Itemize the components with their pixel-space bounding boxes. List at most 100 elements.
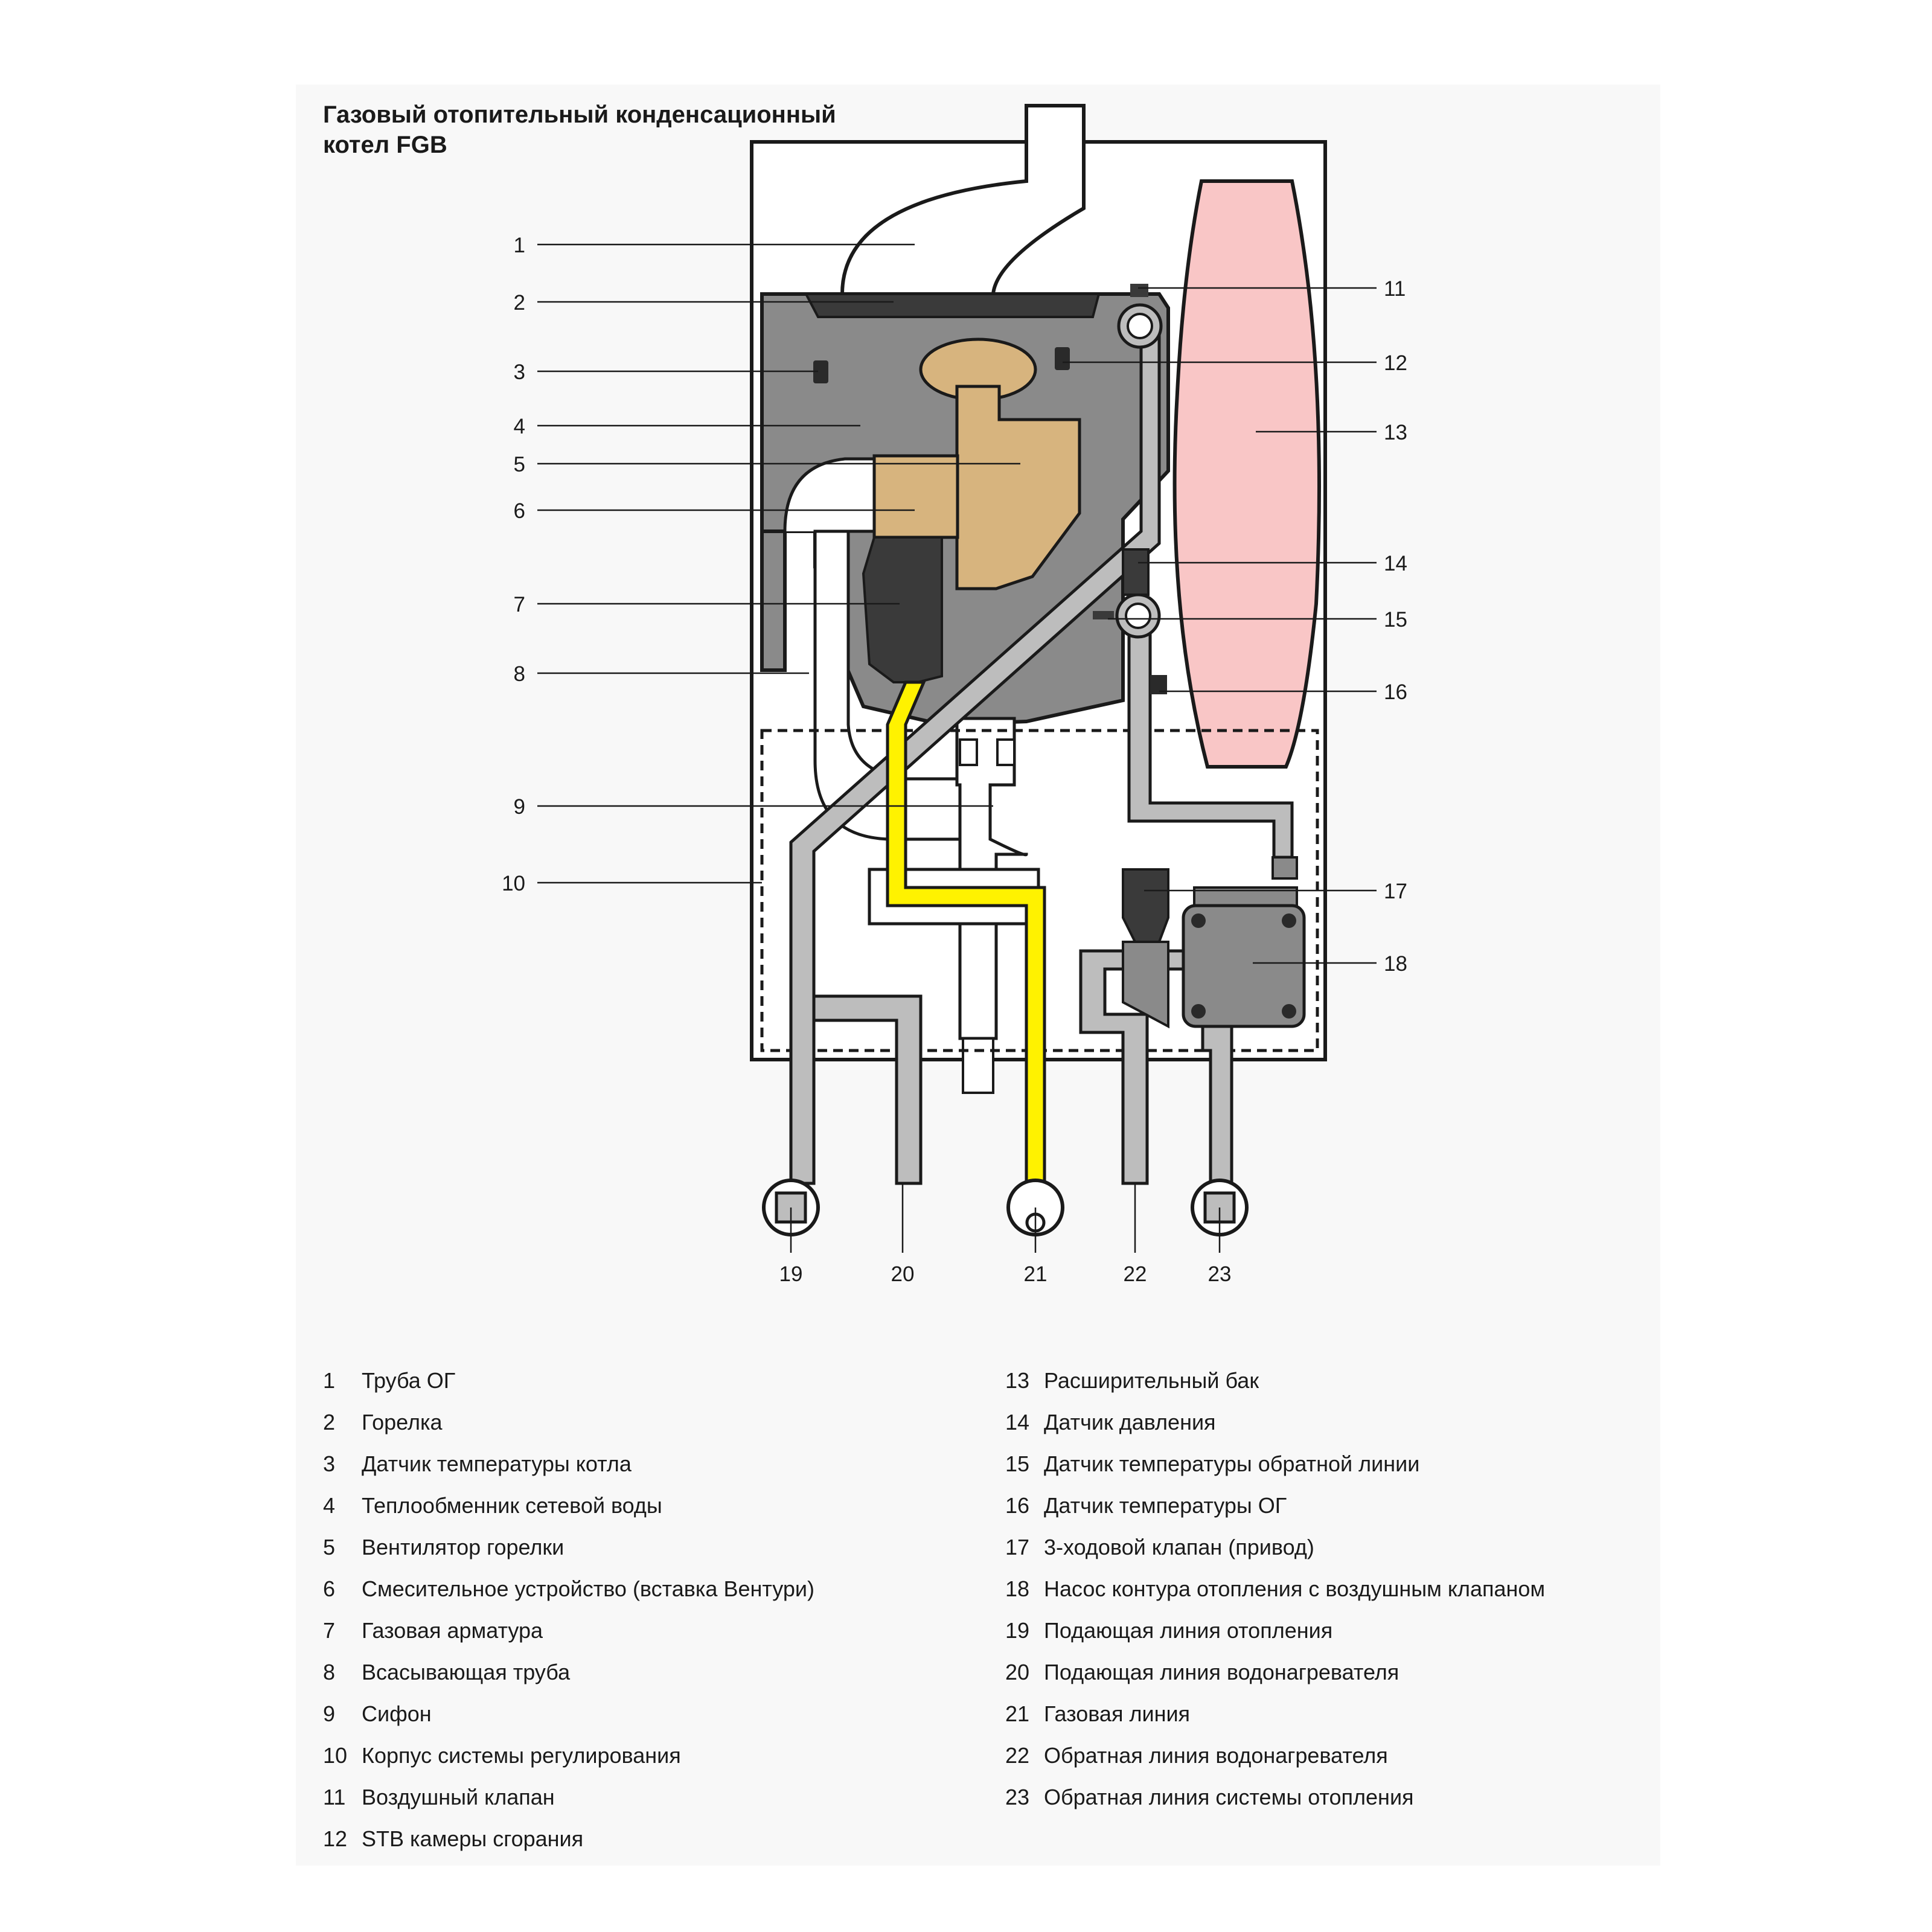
legend-item: 21 Газовая линия [1005,1699,1545,1741]
callout-1: 1 [514,234,525,257]
boiler-temp-sensor [813,360,828,383]
expansion-tank [1172,179,1321,769]
heating-return-pipe [1201,1025,1233,1185]
legend-label: STB камеры сгорания [362,1826,584,1851]
callout-18: 18 [1384,952,1407,976]
callout-2: 2 [514,291,525,315]
legend-item: 11 Воздушный клапан [323,1782,814,1824]
callout-11: 11 [1384,277,1406,301]
legend-label: Вентилятор горелки [362,1535,565,1559]
legend-number: 9 [323,1701,336,1726]
legend-label: Насос контура отопления с воздушным клап… [1044,1576,1546,1601]
callout-22: 22 [1124,1262,1147,1286]
legend-item: 10 Корпус системы регулирования [323,1741,814,1782]
legend-number: 4 [323,1493,336,1518]
venturi-mixer [872,454,959,539]
air-vent-inner [1127,313,1153,339]
pump-bolt [1282,1004,1296,1019]
callout-14: 14 [1384,552,1407,575]
flue-gas-pipe [840,104,1086,296]
legend-label: Горелка [362,1410,443,1435]
siphon-nut-left [959,738,978,766]
legend-label: Датчик температуры обратной линии [1044,1451,1420,1476]
callout-9: 9 [514,795,525,819]
stb-sensor [1055,347,1070,370]
callout-13: 13 [1384,421,1407,444]
callout-19: 19 [779,1262,803,1286]
legend-number: 5 [323,1535,336,1559]
legend-number: 6 [323,1576,336,1601]
siphon-drain [962,1037,994,1094]
callout-3: 3 [514,360,525,384]
burner-fan [955,385,1081,590]
legend-label: Воздушный клапан [362,1785,555,1809]
legend-label: Корпус системы регулирования [362,1743,681,1768]
callout-20: 20 [891,1262,915,1286]
legend-item: 5 Вентилятор горелки [323,1532,814,1574]
legend-item: 14 Датчик давления [1005,1407,1545,1449]
callout-5: 5 [514,453,525,476]
callout-23: 23 [1208,1262,1232,1286]
title-line-1: Газовый отопительный конденсационный [323,101,836,128]
callout-12: 12 [1384,351,1407,375]
legend-item: 18 Насос контура отопления с воздушным кл… [1005,1574,1545,1616]
legend-label: Обратная линия системы отопления [1044,1785,1414,1809]
legend-item: 2 Горелка [323,1407,814,1449]
legend-number: 7 [323,1618,336,1643]
legend-label: Газовая линия [1044,1701,1191,1726]
heating-flow-pipe [789,324,1161,1185]
legend-label: Датчик температуры ОГ [1044,1493,1287,1518]
callout-17: 17 [1384,880,1407,903]
pump-air-vent [1271,856,1298,880]
callout-16: 16 [1384,680,1407,704]
pump-bolt [1191,913,1206,928]
dhw-flow-pipe [812,994,923,1185]
heating-pump [1182,904,1306,1028]
legend-number: 17 [1005,1535,1030,1559]
legend-label: Теплообменник сетевой воды [362,1493,662,1518]
legend-label: 3-ходовой клапан (привод) [1044,1535,1314,1559]
legend-label: Сифон [362,1701,432,1726]
legend-item: 4 Теплообменник сетевой воды [323,1491,814,1532]
legend-number: 18 [1005,1576,1030,1601]
legend-item: 7 Газовая арматура [323,1616,814,1657]
pressure-sensor [1122,548,1150,596]
legend-label: Датчик давления [1044,1410,1216,1435]
legend-item: 9 Сифон [323,1699,814,1741]
legend-number: 3 [323,1451,336,1476]
callout-7: 7 [514,593,525,616]
callout-8: 8 [514,662,525,686]
three-way-valve [1122,868,1169,943]
legend-label: Газовая арматура [362,1618,543,1643]
callout-4: 4 [514,415,525,438]
pump-bolt [1191,1004,1206,1019]
legend-number: 2 [323,1410,336,1435]
legend-number: 20 [1005,1660,1030,1684]
legend-number: 11 [323,1785,346,1809]
callout-6: 6 [514,499,525,523]
return-sensor-inner [1125,603,1151,629]
legend-label: Обратная линия водонагревателя [1044,1743,1388,1768]
legend-number: 14 [1005,1410,1030,1435]
callout-10: 10 [502,872,525,895]
heat-exchanger-lower-left [760,529,787,672]
return-temp-sensor [1093,611,1114,619]
legend-label: Расширительный бак [1044,1368,1259,1393]
legend-number: 10 [323,1743,348,1768]
legend-number: 1 [323,1368,336,1393]
legend-item: 12 STB камеры сгорания [323,1824,814,1866]
pump-bolt [1282,913,1296,928]
leader-lines [537,243,1377,1253]
legend-number: 8 [323,1660,336,1684]
legend-number: 21 [1005,1701,1030,1726]
siphon-nut-right [996,738,1016,766]
legend-number: 12 [323,1826,348,1851]
